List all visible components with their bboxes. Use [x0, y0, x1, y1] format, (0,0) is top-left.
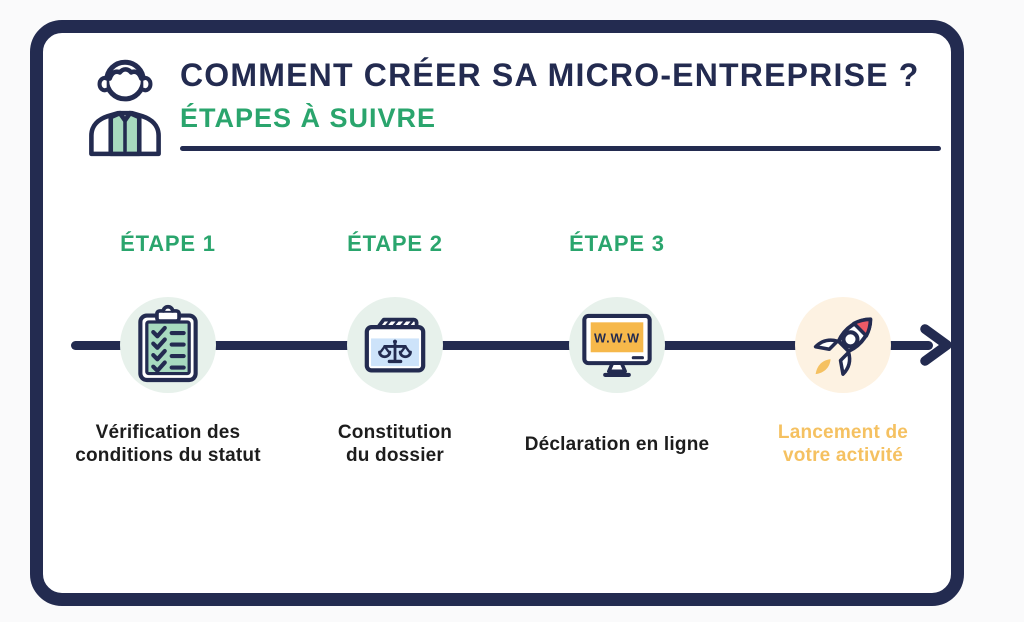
step-1-label: ÉTAPE 1 — [120, 231, 216, 256]
infographic-card: COMMENT CRÉER SA MICRO-ENTREPRISE ? ÉTAP… — [30, 20, 964, 606]
step-3-caption: Déclaration en ligne — [524, 433, 710, 455]
step-4-label — [733, 231, 953, 259]
businessman-icon — [89, 59, 161, 157]
timeline: ÉTAPE 1 Vérification d — [43, 231, 953, 531]
step-1: ÉTAPE 1 Vérification d — [58, 231, 278, 471]
rocket-icon — [795, 297, 891, 393]
step-2-label: ÉTAPE 2 — [347, 231, 443, 256]
header-divider — [180, 146, 941, 151]
page-title: COMMENT CRÉER SA MICRO-ENTREPRISE ? — [180, 57, 920, 93]
step-2: ÉTAPE 2 — [285, 231, 505, 471]
page-subtitle: ÉTAPES À SUIVRE — [180, 103, 437, 133]
step-4: Lancement de votre activité — [733, 231, 953, 471]
checklist-clipboard-icon — [120, 297, 216, 393]
card-content: COMMENT CRÉER SA MICRO-ENTREPRISE ? ÉTAP… — [43, 33, 953, 593]
step-3: ÉTAPE 3 W.W.W Déclaration en ligne — [507, 231, 727, 471]
step-1-caption: Vérification des conditions du statut — [75, 422, 261, 466]
step-4-caption: Lancement de votre activité — [777, 422, 909, 466]
timeline-line — [71, 341, 933, 350]
timeline-arrow-icon — [920, 324, 952, 366]
step-3-label: ÉTAPE 3 — [569, 231, 665, 256]
step-2-caption: Constitution du dossier — [337, 422, 453, 466]
www-monitor-icon: W.W.W — [569, 297, 665, 393]
www-text: W.W.W — [594, 331, 640, 345]
legal-folder-icon — [347, 297, 443, 393]
